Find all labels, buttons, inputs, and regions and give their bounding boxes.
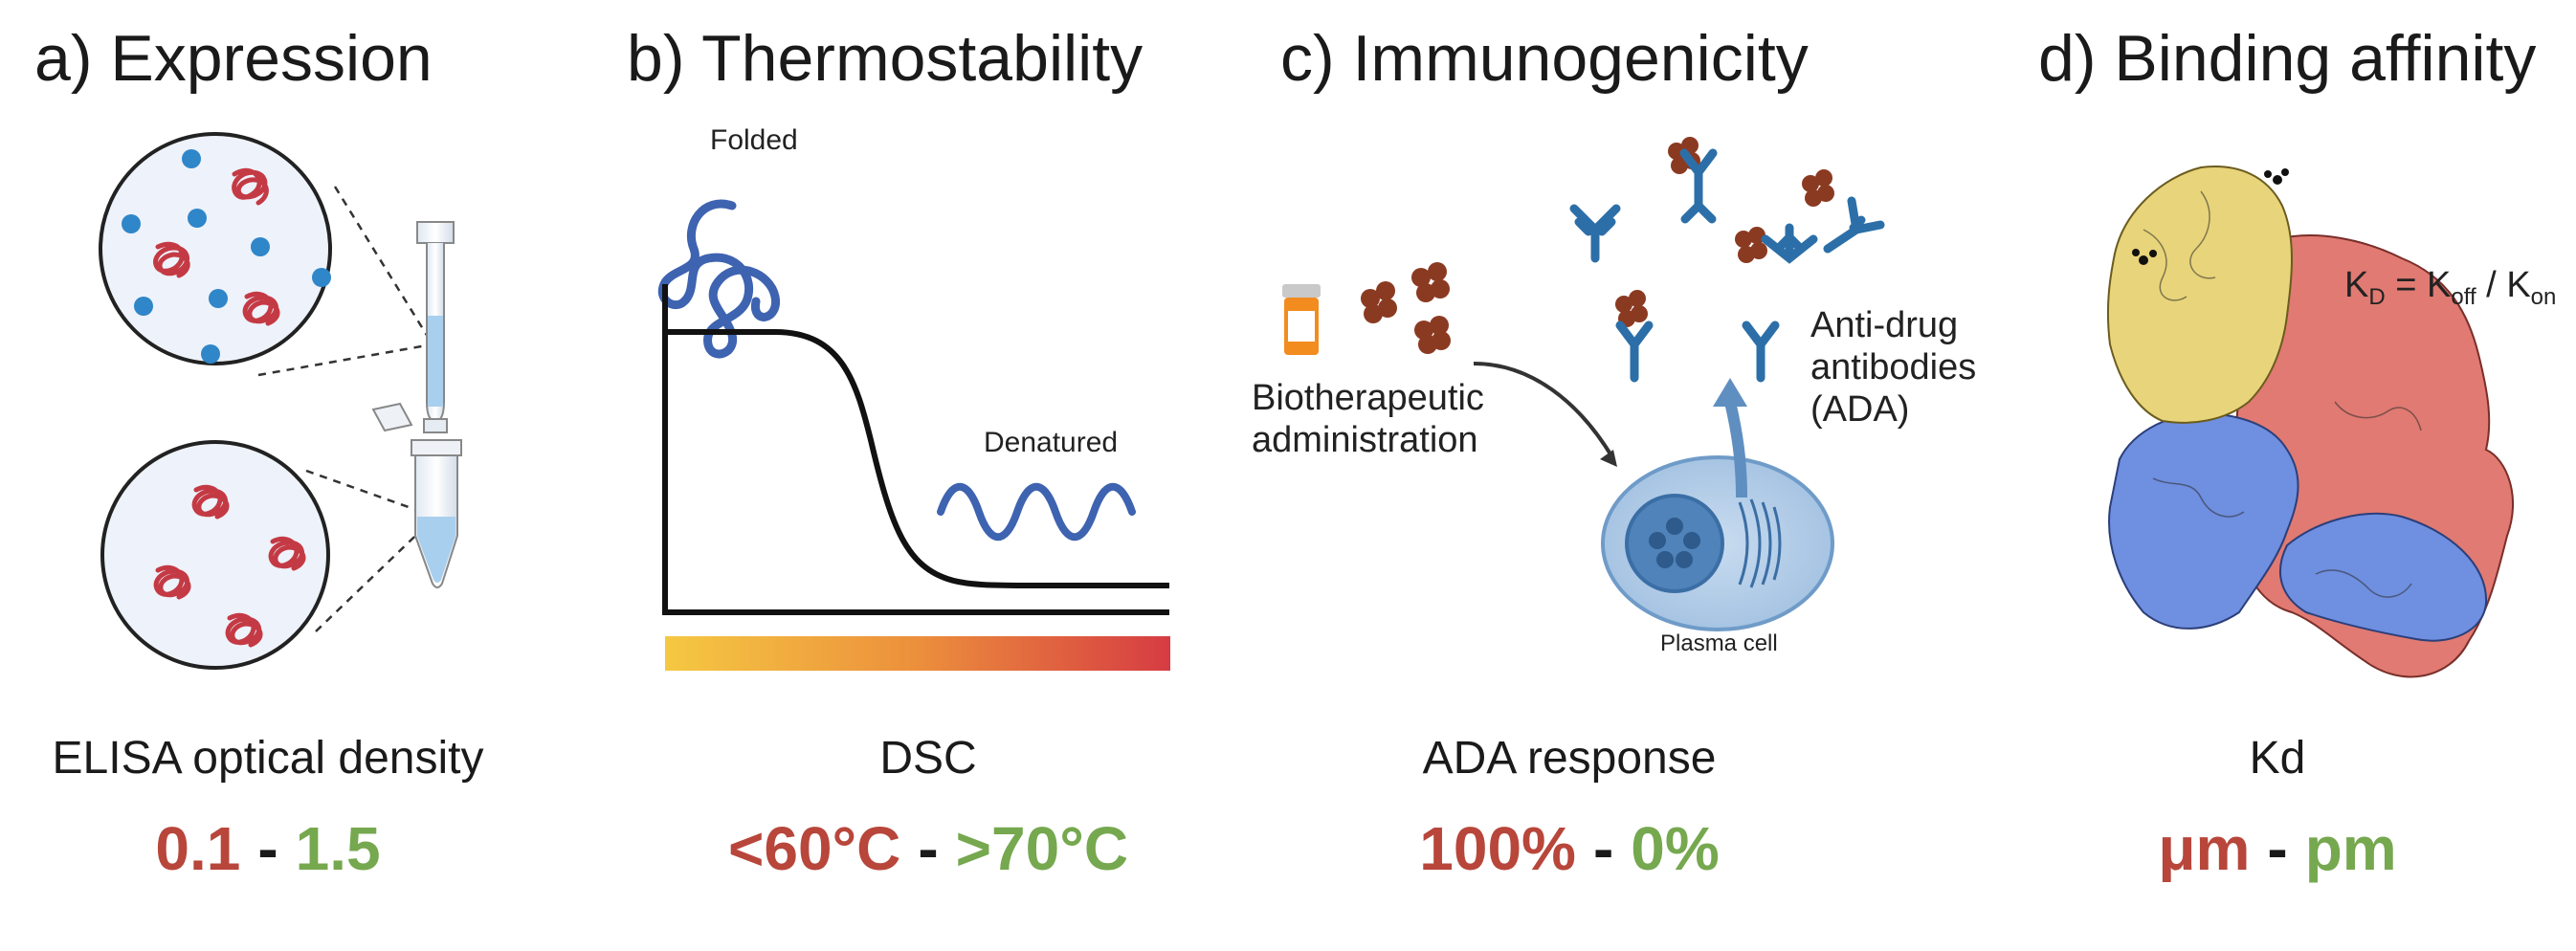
binding-affinity-illustration: KD = Koff / Kon <box>2106 166 2556 678</box>
impurity-dots <box>122 149 331 364</box>
immunogenicity-illustration: Biotherapeutic administration Anti-drug … <box>1252 137 1976 656</box>
panel-d-range-high: pm <box>2304 814 2397 883</box>
panel-b-range-low: <60°C <box>727 814 901 883</box>
panel-a-metric: ELISA optical density <box>52 733 484 784</box>
denatured-label: Denatured <box>984 427 1118 458</box>
plasma-cell-label: Plasma cell <box>1660 630 1778 656</box>
drug-molecules <box>1361 137 1834 354</box>
purified-circle <box>100 440 330 670</box>
biotherapeutic-label-2: administration <box>1252 420 1478 460</box>
biotherapeutic-label-1: Biotherapeutic <box>1252 378 1484 418</box>
antidrug-label-2: antibodies <box>1810 347 1976 387</box>
panel-d-title: d) Binding affinity <box>2038 22 2537 95</box>
antidrug-label-3: (ADA) <box>1810 389 1909 430</box>
zoom-lines <box>257 186 436 632</box>
folded-protein-icon <box>658 199 781 359</box>
melting-curve <box>665 329 1169 588</box>
kd-formula: KD = Koff / Kon <box>2344 265 2556 310</box>
secretion-arrowhead <box>1713 378 1747 407</box>
panel-c-title: c) Immunogenicity <box>1280 22 1809 95</box>
protein-coils-top <box>153 167 280 326</box>
denatured-protein-icon <box>937 482 1136 542</box>
thermostability-illustration: Folded Denatured <box>658 124 1170 671</box>
panel-c-range-separator: - <box>1592 814 1614 883</box>
antibody-domain-yellow <box>2106 166 2293 424</box>
panel-c-range-high: 0% <box>1631 814 1720 883</box>
panel-a-range-low: 0.1 <box>155 814 241 883</box>
panel-c-range-low: 100% <box>1419 814 1576 883</box>
panel-a-range-separator: - <box>257 814 278 883</box>
panel-b-title: b) Thermostability <box>627 22 1144 95</box>
panel-a-title: a) Expression <box>34 22 433 95</box>
panel-a-range: 0.1-1.5 <box>0 813 536 884</box>
kd-equals: = <box>2386 265 2427 305</box>
collection-tube <box>371 402 462 588</box>
antibody-domain-blue-right <box>2278 512 2488 642</box>
plasma-cell-nucleus <box>1625 494 1724 593</box>
kd-subscript: D <box>2368 284 2385 310</box>
dsc-axes <box>662 284 1169 615</box>
antidrug-label-1: Anti-drug <box>1810 305 1958 345</box>
pill-bottle-icon <box>1282 284 1321 355</box>
panel-b-range-separator: - <box>918 814 939 883</box>
protein-coils-bottom <box>153 484 306 648</box>
panel-b-range-high: >70°C <box>955 814 1129 883</box>
panel-b-metric: DSC <box>879 733 977 784</box>
administration-arrow <box>1473 362 1614 459</box>
panel-d-range: μm-pm <box>2010 813 2545 884</box>
antibody-icons <box>1569 148 1885 383</box>
panel-d-range-low: μm <box>2158 814 2251 883</box>
koff-subscript: off <box>2451 284 2476 310</box>
expression-illustration <box>99 132 462 670</box>
panel-b-range: <60°C->70°C <box>670 813 1187 884</box>
folded-label: Folded <box>710 124 798 156</box>
panel-a-range-high: 1.5 <box>295 814 381 883</box>
kon-subscript: on <box>2531 284 2557 310</box>
supernatant-circle <box>99 132 332 365</box>
ligand-small-icon <box>2132 168 2289 265</box>
koff-k: K <box>2427 265 2451 305</box>
purification-column <box>416 221 455 433</box>
panel-c-metric: ADA response <box>1422 733 1717 784</box>
secretion-arrow <box>1724 400 1747 498</box>
kd-slash: / <box>2476 265 2507 305</box>
administration-arrowhead <box>1600 450 1617 467</box>
surface-texture <box>2143 190 2422 598</box>
nucleus-spots <box>1649 518 1700 568</box>
panel-c-range: 100%-0% <box>1321 813 1818 884</box>
golgi-lines <box>1738 498 1782 588</box>
temperature-gradient-bar <box>665 636 1170 671</box>
panel-d-metric: Kd <box>2249 733 2306 784</box>
kon-k: K <box>2506 265 2530 305</box>
panel-d-range-separator: - <box>2267 814 2288 883</box>
kd-k: K <box>2344 265 2368 305</box>
